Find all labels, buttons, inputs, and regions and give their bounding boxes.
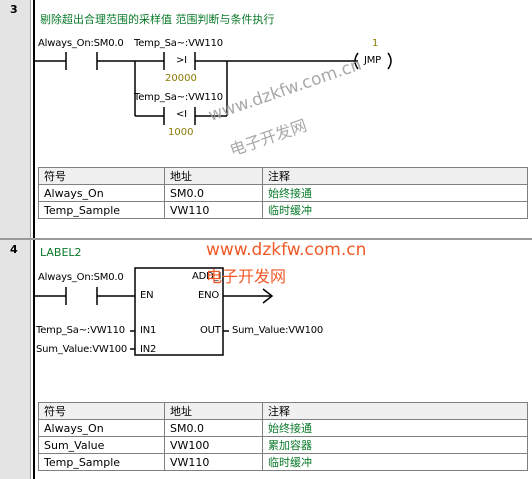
comment-cell[interactable]: 累加容器: [262, 436, 528, 454]
address-cell[interactable]: SM0.0: [164, 419, 263, 437]
symbol-cell[interactable]: Always_On: [38, 419, 165, 437]
pin-in2: IN2: [140, 344, 157, 355]
symbol-cell[interactable]: Sum_Value: [38, 436, 165, 454]
coil-parameter[interactable]: 1: [372, 38, 379, 49]
symbol-table: 符号 地址 注释 Always_On SM0.0 始终接通 Sum_Value …: [38, 402, 528, 471]
network-4-gutter[interactable]: 4: [0, 240, 31, 479]
column-header-address[interactable]: 地址: [164, 402, 263, 420]
table-row[interactable]: Always_On SM0.0 始终接通: [38, 419, 528, 437]
power-rail: [33, 0, 35, 238]
compare-constant-2[interactable]: 1000: [168, 127, 194, 138]
address-cell[interactable]: VW110: [164, 201, 263, 219]
compare-operator: >I: [176, 55, 187, 66]
coil-label: JMP: [364, 55, 382, 66]
compare-constant[interactable]: 20000: [165, 73, 197, 84]
pin-out: OUT: [200, 325, 221, 336]
in2-operand-label[interactable]: Sum_Value:VW100: [36, 344, 128, 355]
out-operand-label[interactable]: Sum_Value:VW100: [232, 325, 324, 336]
network-number: 4: [10, 243, 18, 256]
column-header-address[interactable]: 地址: [164, 167, 263, 185]
comment-cell[interactable]: 临时缓冲: [262, 453, 528, 471]
comment-cell[interactable]: 始终接通: [262, 184, 528, 202]
contact-operand-label[interactable]: Always_On:SM0.0: [38, 272, 124, 283]
network-comment[interactable]: LABEL2: [40, 246, 82, 259]
table-row[interactable]: Always_On SM0.0 始终接通: [38, 184, 528, 202]
symbol-table: 符号 地址 注释 Always_On SM0.0 始终接通 Temp_Sampl…: [38, 167, 528, 219]
address-cell[interactable]: SM0.0: [164, 184, 263, 202]
pin-eno: ENO: [198, 290, 220, 301]
in1-operand-label[interactable]: Temp_Sa~:VW110: [36, 325, 125, 336]
watermark-name-rotated: 电子开发网: [227, 115, 310, 160]
table-row[interactable]: Temp_Sample VW110 临时缓冲: [38, 201, 528, 219]
column-header-symbol[interactable]: 符号: [38, 402, 165, 420]
network-3-gutter[interactable]: 3: [0, 0, 31, 238]
pin-en: EN: [140, 290, 154, 301]
column-header-symbol[interactable]: 符号: [38, 167, 165, 185]
symbol-cell[interactable]: Always_On: [38, 184, 165, 202]
watermark-site: www.dzkfw.com.cn: [206, 240, 367, 260]
symbol-cell[interactable]: Temp_Sample: [38, 201, 165, 219]
pin-in1: IN1: [140, 325, 157, 336]
comment-cell[interactable]: 临时缓冲: [262, 201, 528, 219]
contact-operand-label[interactable]: Always_On:SM0.0: [38, 38, 124, 49]
eno-arrow: [262, 288, 274, 304]
compare-operand-label-2[interactable]: Temp_Sa~:VW110: [134, 92, 223, 103]
comment-cell[interactable]: 始终接通: [262, 419, 528, 437]
coil-right-arc: [387, 52, 392, 70]
network-separator: [0, 238, 532, 240]
power-rail: [33, 240, 35, 479]
symbol-cell[interactable]: Temp_Sample: [38, 453, 165, 471]
table-row[interactable]: Temp_Sample VW110 临时缓冲: [38, 453, 528, 471]
table-row[interactable]: Sum_Value VW100 累加容器: [38, 436, 528, 454]
watermark-name: 电子开发网: [206, 267, 287, 286]
column-header-comment[interactable]: 注释: [262, 402, 528, 420]
address-cell[interactable]: VW100: [164, 436, 263, 454]
compare-operator-2: <I: [176, 109, 187, 120]
watermark-site-rotated: www.dzkfw.com.cn: [206, 54, 365, 126]
address-cell[interactable]: VW110: [164, 453, 263, 471]
network-number: 3: [10, 3, 18, 16]
network-comment[interactable]: 剔除超出合理范围的采样值 范围判断与条件执行: [40, 13, 275, 26]
compare-operand-label[interactable]: Temp_Sa~:VW110: [134, 38, 223, 49]
column-header-comment[interactable]: 注释: [262, 167, 528, 185]
